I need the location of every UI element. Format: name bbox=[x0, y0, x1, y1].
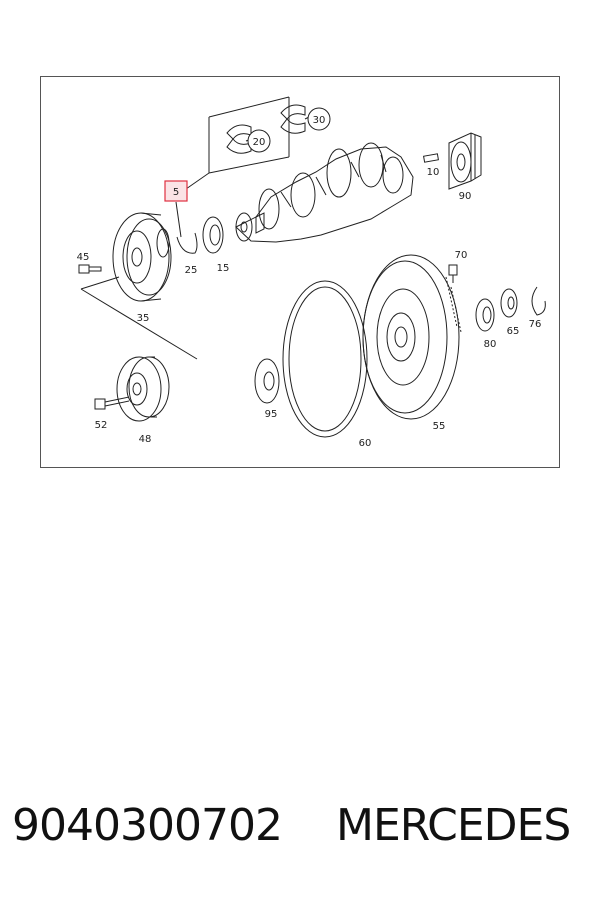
label-25: 25 bbox=[185, 265, 198, 276]
ring-gear-60 bbox=[282, 280, 368, 438]
pulley-35 bbox=[112, 212, 172, 302]
label-20: 20 bbox=[253, 137, 266, 148]
bolt-52 bbox=[94, 396, 130, 410]
bearing-65 bbox=[500, 288, 518, 318]
leader-5 bbox=[185, 172, 210, 190]
flywheel-55 bbox=[362, 254, 462, 420]
label-10: 10 bbox=[427, 167, 440, 178]
highlight-box bbox=[164, 180, 188, 202]
exploded-view-drawing: 5 20 30 10 90 25 15 45 35 70 80 65 76 52… bbox=[77, 96, 546, 449]
leader-35 bbox=[80, 276, 198, 360]
ring-15 bbox=[202, 216, 224, 254]
label-65: 65 bbox=[507, 326, 520, 337]
leader-5-part bbox=[175, 201, 182, 238]
seal-95 bbox=[254, 358, 280, 404]
label-15: 15 bbox=[217, 263, 230, 274]
bolt-70 bbox=[448, 264, 458, 283]
label-45: 45 bbox=[77, 252, 90, 263]
brand-name: MERCEDES bbox=[336, 800, 571, 851]
label-60: 60 bbox=[359, 438, 372, 449]
bearing-80 bbox=[475, 298, 495, 332]
damper-48 bbox=[116, 356, 170, 422]
gear-90 bbox=[448, 132, 482, 190]
label-70: 70 bbox=[455, 250, 468, 261]
callout-circle-30 bbox=[307, 107, 331, 131]
part-number: 9040300702 bbox=[12, 800, 283, 851]
label-95: 95 bbox=[265, 409, 278, 420]
label-76: 76 bbox=[529, 319, 542, 330]
circlip-76 bbox=[531, 286, 546, 316]
label-90: 90 bbox=[459, 191, 472, 202]
parts-diagram: 5 20 30 10 90 25 15 45 35 70 80 65 76 52… bbox=[40, 76, 560, 468]
label-30: 30 bbox=[313, 115, 326, 126]
label-5: 5 bbox=[173, 187, 179, 198]
bolt-45 bbox=[78, 264, 102, 274]
label-52: 52 bbox=[95, 420, 108, 431]
thrust-washer-25 bbox=[176, 232, 198, 254]
label-48: 48 bbox=[139, 434, 152, 445]
footer: 9040300702 MERCEDES bbox=[0, 800, 600, 860]
label-55: 55 bbox=[433, 421, 446, 432]
label-35: 35 bbox=[137, 313, 150, 324]
pin-10 bbox=[423, 153, 439, 163]
crankshaft bbox=[235, 142, 414, 243]
callout-circle-20 bbox=[247, 129, 271, 153]
label-80: 80 bbox=[484, 339, 497, 350]
